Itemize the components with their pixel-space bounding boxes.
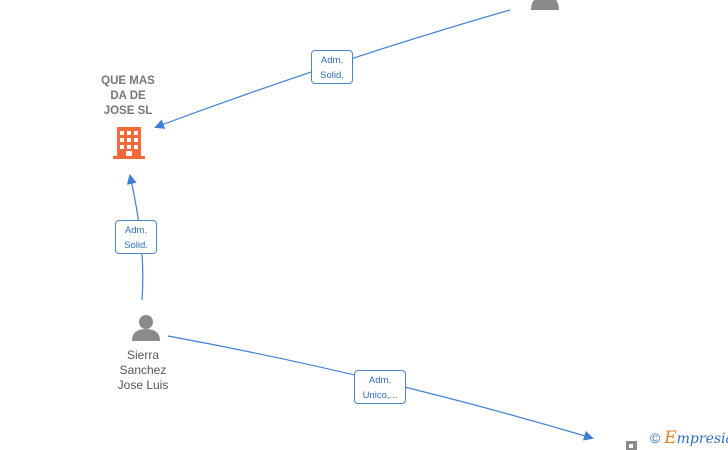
building-icon[interactable]	[113, 127, 145, 159]
edge-label-line: Adm.	[124, 225, 148, 236]
edge-label-line: Adm.	[320, 55, 344, 66]
person-icon[interactable]	[531, 0, 559, 10]
company-name-line: DA DE	[110, 90, 146, 102]
edge-label-line: Unico,...	[362, 390, 398, 401]
company-name-line: JOSE SL	[103, 105, 153, 117]
edge-label[interactable]: Adm. Unico,...	[354, 370, 406, 404]
edge-label-line: Solid.	[320, 70, 344, 81]
person-name-line: Sierra	[126, 348, 159, 362]
empresia-brand: mpresia	[676, 431, 728, 447]
copyright-symbol: ©	[650, 430, 661, 446]
company-name-line: QUE MAS	[101, 75, 155, 87]
edge-label-line: Solid.	[124, 240, 148, 251]
edge-label[interactable]: Adm. Solid.	[311, 50, 353, 84]
edge-label[interactable]: Adm. Solid.	[115, 220, 157, 254]
empresia-watermark: © Empresia	[650, 428, 728, 448]
person-name[interactable]: Sierra Sanchez Jose Luis	[103, 348, 183, 393]
person-name-line: Jose Luis	[117, 378, 169, 392]
building-icon[interactable]	[626, 441, 637, 450]
person-icon[interactable]	[132, 315, 160, 341]
edge-label-line: Adm.	[368, 375, 392, 386]
empresia-logo-letter: E	[664, 428, 677, 448]
company-name[interactable]: QUE MAS DA DE JOSE SL	[88, 74, 168, 119]
person-name-line: Sanchez	[119, 363, 167, 377]
